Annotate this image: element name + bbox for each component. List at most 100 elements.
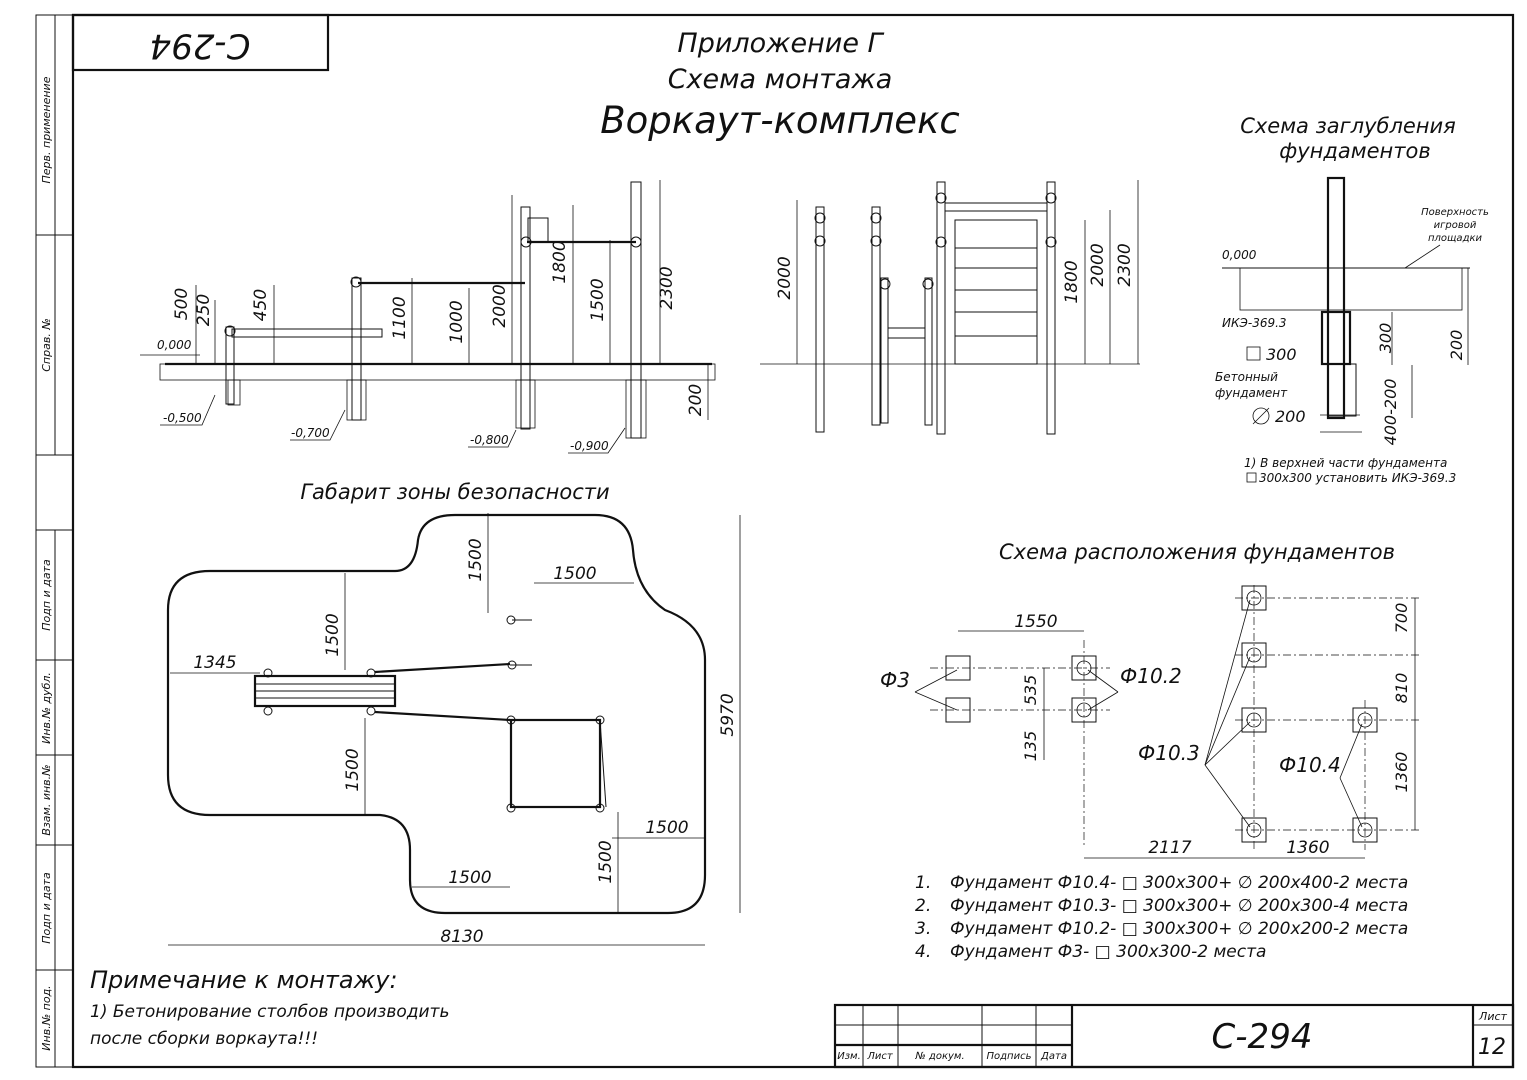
top-code-box (71, 13, 330, 72)
list-item-2: Фундамент Ф10.3- □ 300х300+ ∅ 200х300-4 … (950, 896, 1408, 916)
stamp-sprav: Справ. № (40, 318, 53, 372)
dim-1500: 1500 (588, 278, 608, 321)
fl-dim-700: 700 (1392, 603, 1411, 634)
list-item-3: Фундамент Ф10.2- □ 300х300+ ∅ 200х200-2 … (950, 919, 1408, 939)
side-dim-1800: 1800 (1062, 260, 1082, 303)
level-minus-900: -0,900 (570, 439, 609, 453)
top-code: С-294 (150, 26, 251, 66)
sz-dim-1345: 1345 (193, 653, 236, 673)
level-minus-700: -0,700 (291, 426, 330, 440)
surface-label-3: площадки (1428, 233, 1483, 244)
depth-dim-300: 300 (1376, 323, 1395, 354)
depth-title-2: фундаментов (1279, 139, 1430, 163)
square-symbol (1246, 346, 1261, 361)
complex-title: Воркаут-комплекс (600, 99, 960, 142)
sz-dim-1500-g: 1500 (448, 868, 491, 888)
list-num-3: 3. (915, 919, 931, 939)
safety-zone-plan (166, 513, 741, 946)
depth-note-2: 300х300 установить ИКЭ-369.3 (1259, 471, 1456, 485)
tb-col-date: Дата (1040, 1051, 1067, 1062)
note-square-symbol (1246, 472, 1257, 483)
depth-diagram (1222, 176, 1470, 433)
tb-sheet-no: 12 (1478, 1035, 1506, 1060)
list-num-2: 2. (915, 896, 931, 916)
safety-zone-title: Габарит зоны безопасности (300, 480, 609, 504)
fl-dim-535: 535 (1021, 675, 1040, 706)
front-elevation (140, 180, 716, 454)
sz-dim-5970: 5970 (718, 693, 738, 736)
tb-col-sign: Подпись (987, 1051, 1032, 1062)
fl-dim-2117: 2117 (1148, 838, 1191, 858)
tb-col-izm: Изм. (837, 1051, 861, 1062)
surface-label-2: игровой (1434, 220, 1477, 231)
front-zero-level: 0,000 (157, 338, 192, 352)
dim-2300: 2300 (657, 266, 677, 309)
diameter-200: 200 (1275, 407, 1306, 426)
scheme-title: Схема монтажа (668, 64, 893, 95)
label-f10-3: Ф10.3 (1138, 741, 1200, 765)
dim-500: 500 (172, 288, 192, 320)
stamp-podp-1: Подп и дата (40, 559, 53, 631)
level-minus-800: -0,800 (470, 433, 509, 447)
tb-code: С-294 (1212, 1017, 1313, 1057)
stamp-vzam: Взам. инв.№ (40, 764, 53, 835)
title-block (833, 1003, 1515, 1069)
label-f10-2: Ф10.2 (1120, 664, 1182, 688)
sz-dim-8130: 8130 (440, 927, 483, 947)
list-item-4: Фундамент Ф3- □ 300х300-2 места (950, 942, 1266, 962)
appendix-title: Приложение Г (677, 28, 884, 59)
dim-250: 250 (194, 294, 214, 326)
fl-dim-135: 135 (1021, 731, 1040, 762)
label-f3: Ф3 (880, 668, 910, 692)
tb-sheet-label: Лист (1478, 1010, 1507, 1023)
embed-label: ИКЭ-369.3 (1222, 316, 1287, 330)
sz-dim-1500-b: 1500 (553, 564, 596, 584)
dim-1800: 1800 (550, 240, 570, 283)
label-f10-4: Ф10.4 (1279, 753, 1341, 777)
side-elevation (760, 180, 1140, 435)
depth-dim-200: 200 (1447, 330, 1466, 361)
note-title: Примечание к монтажу: (90, 966, 398, 994)
fl-dim-1360-h: 1360 (1286, 838, 1329, 858)
sz-dim-1500-d: 1500 (343, 748, 363, 791)
dim-200: 200 (686, 384, 706, 416)
note-line-1: 1) Бетонирование столбов производить (90, 1002, 449, 1022)
depth-note-1: 1) В верхней части фундамента (1244, 456, 1447, 470)
dim-450: 450 (251, 289, 271, 321)
sz-dim-1500-a: 1500 (466, 538, 486, 581)
fl-dim-810: 810 (1392, 673, 1411, 704)
side-dim-2000b: 2000 (1088, 243, 1108, 286)
dim-1000: 1000 (447, 300, 467, 343)
square-300: 300 (1266, 345, 1297, 364)
side-dim-2000: 2000 (775, 256, 795, 299)
sz-dim-1500-c: 1500 (323, 613, 343, 656)
note-line-2: после сборки воркаута!!! (90, 1029, 318, 1049)
level-minus-500: -0,500 (163, 411, 202, 425)
stamp-perv: Перв. применение (40, 76, 53, 183)
sz-dim-1500-f: 1500 (596, 840, 616, 883)
surface-label-1: Поверхность (1421, 207, 1489, 218)
list-num-1: 1. (915, 873, 931, 893)
fl-dim-1360-v: 1360 (1392, 752, 1411, 793)
stamp-inv-pod: Инв.№ под. (40, 985, 53, 1050)
tb-col-doc: № докум. (914, 1051, 964, 1062)
foundation-layout-plan (914, 585, 1420, 859)
dim-2000: 2000 (490, 284, 510, 327)
depth-title-1: Схема заглубления (1240, 114, 1456, 138)
side-stamp-column: Перв. применение Справ. № Подп и дата Ин… (36, 15, 73, 1067)
tb-col-list: Лист (866, 1051, 894, 1062)
concrete-label-2: фундамент (1215, 386, 1288, 400)
list-num-4: 4. (915, 942, 931, 962)
side-dim-2300: 2300 (1115, 243, 1135, 286)
stamp-podp-2: Подп и дата (40, 872, 53, 944)
depth-dim-400-200: 400-200 (1381, 379, 1400, 446)
list-item-1: Фундамент Ф10.4- □ 300х300+ ∅ 200х400-2 … (950, 873, 1408, 893)
fl-dim-1550: 1550 (1014, 612, 1057, 632)
diameter-symbol (1252, 407, 1270, 425)
stamp-inv-dubl: Инв.№ дубл. (40, 672, 53, 744)
inner-frame (71, 13, 1515, 1069)
dim-1100: 1100 (390, 296, 410, 339)
layout-title: Схема расположения фундаментов (999, 540, 1395, 564)
depth-zero-level: 0,000 (1222, 248, 1257, 262)
